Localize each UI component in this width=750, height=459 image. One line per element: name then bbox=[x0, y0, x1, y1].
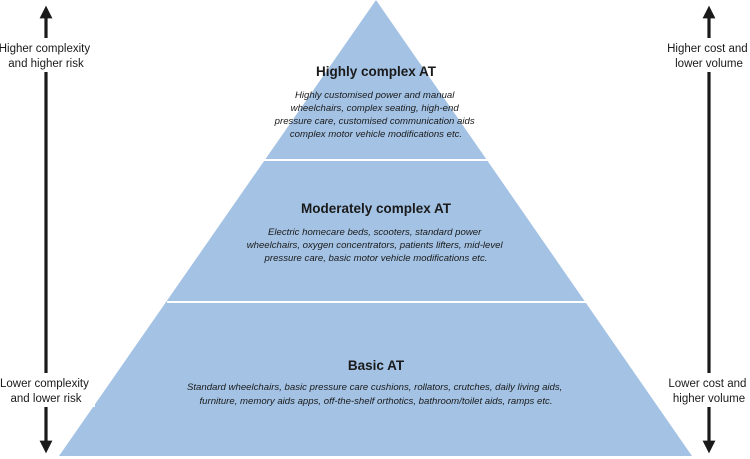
tier-desc-line: wheelchairs, complex seating, high-end bbox=[291, 103, 460, 114]
tier-desc-line: Electric homecare beds, scooters, standa… bbox=[268, 227, 482, 238]
tier-desc-highly-complex: Highly customised power and manual wheel… bbox=[274, 90, 478, 140]
tier-desc-moderately-complex: Electric homecare beds, scooters, standa… bbox=[247, 227, 506, 264]
left-top-label-line: Higher complexity bbox=[0, 43, 90, 55]
tier-desc-line: pressure care, basic motor vehicle modif… bbox=[264, 253, 488, 264]
right-bottom-label-line: Lower cost and bbox=[668, 378, 746, 390]
left-bottom-label: Lower complexity and lower risk bbox=[0, 378, 92, 405]
right-top-label-line: Higher cost and bbox=[667, 43, 748, 55]
tier-title-highly-complex: Highly complex AT bbox=[316, 64, 437, 79]
left-top-label: Higher complexity and higher risk bbox=[0, 43, 93, 70]
tier-desc-line: Highly customised power and manual bbox=[295, 90, 455, 101]
tier-desc-line: wheelchairs, oxygen concentrators, patie… bbox=[247, 240, 504, 251]
right-top-label-line: lower volume bbox=[675, 58, 743, 70]
right-top-label: Higher cost and lower volume bbox=[667, 43, 750, 70]
tier-desc-line: complex motor vehicle modifications etc. bbox=[290, 129, 462, 140]
tier-desc-line: pressure care, customised communication … bbox=[274, 116, 475, 127]
tier-desc-basic: Standard wheelchairs, basic pressure car… bbox=[187, 382, 565, 407]
tier-desc-line: furniture, memory aids apps, off-the-she… bbox=[200, 396, 553, 407]
right-bottom-label: Lower cost and higher volume bbox=[668, 378, 749, 405]
pyramid-shape bbox=[59, 0, 692, 456]
left-bottom-label-line: and lower risk bbox=[11, 393, 82, 405]
tier-desc-line: Standard wheelchairs, basic pressure car… bbox=[187, 382, 562, 393]
tier-title-moderately-complex: Moderately complex AT bbox=[301, 201, 452, 216]
left-bottom-label-line: Lower complexity bbox=[0, 378, 89, 390]
left-top-label-line: and higher risk bbox=[8, 58, 84, 70]
right-bottom-label-line: higher volume bbox=[673, 393, 745, 405]
tier-title-basic: Basic AT bbox=[348, 358, 405, 373]
